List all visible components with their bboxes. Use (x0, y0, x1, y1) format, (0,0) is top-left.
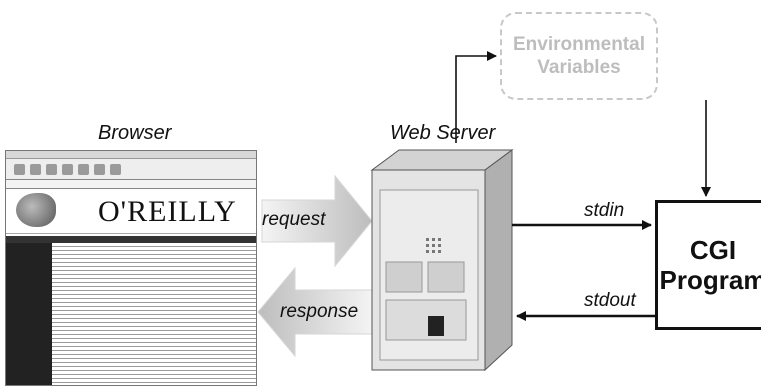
print-icon (94, 163, 105, 175)
env-line2: Variables (537, 57, 621, 78)
web-server-label: Web Server (390, 122, 496, 144)
browser-menubar (6, 151, 256, 159)
browser-toolbar (6, 159, 256, 180)
browser-page-body (6, 243, 256, 385)
browser-page-header: O'REILLY (6, 189, 256, 234)
back-icon (14, 163, 25, 175)
cgi-line2: Program (659, 265, 761, 295)
stdout-label: stdout (584, 290, 636, 311)
web-server-icon (370, 149, 514, 372)
search-icon (78, 163, 89, 175)
cgi-line1: CGI (689, 235, 737, 265)
forward-icon (30, 163, 41, 175)
browser-screenshot: O'REILLY (5, 150, 257, 386)
mascot-icon (16, 193, 56, 227)
request-label: request (262, 209, 326, 230)
browser-label: Browser (98, 122, 172, 144)
response-label: response (280, 301, 359, 322)
stdin-label: stdin (584, 200, 625, 221)
home-icon (62, 163, 73, 175)
server-to-env-connector (455, 51, 497, 143)
oreilly-logo: O'REILLY (98, 195, 237, 228)
cgi-program-box: CGI Program (655, 200, 761, 330)
reload-icon (46, 163, 57, 175)
response-arrow (257, 266, 373, 358)
environmental-variables-box: Environmental Variables (500, 12, 658, 100)
env-line1: Environmental (513, 34, 645, 55)
stop-icon (110, 163, 121, 175)
browser-page-content (52, 243, 256, 385)
browser-address-bar (6, 180, 256, 189)
browser-page-nav (6, 236, 256, 246)
browser-page-sidebar (6, 243, 52, 385)
request-arrow (261, 174, 373, 268)
